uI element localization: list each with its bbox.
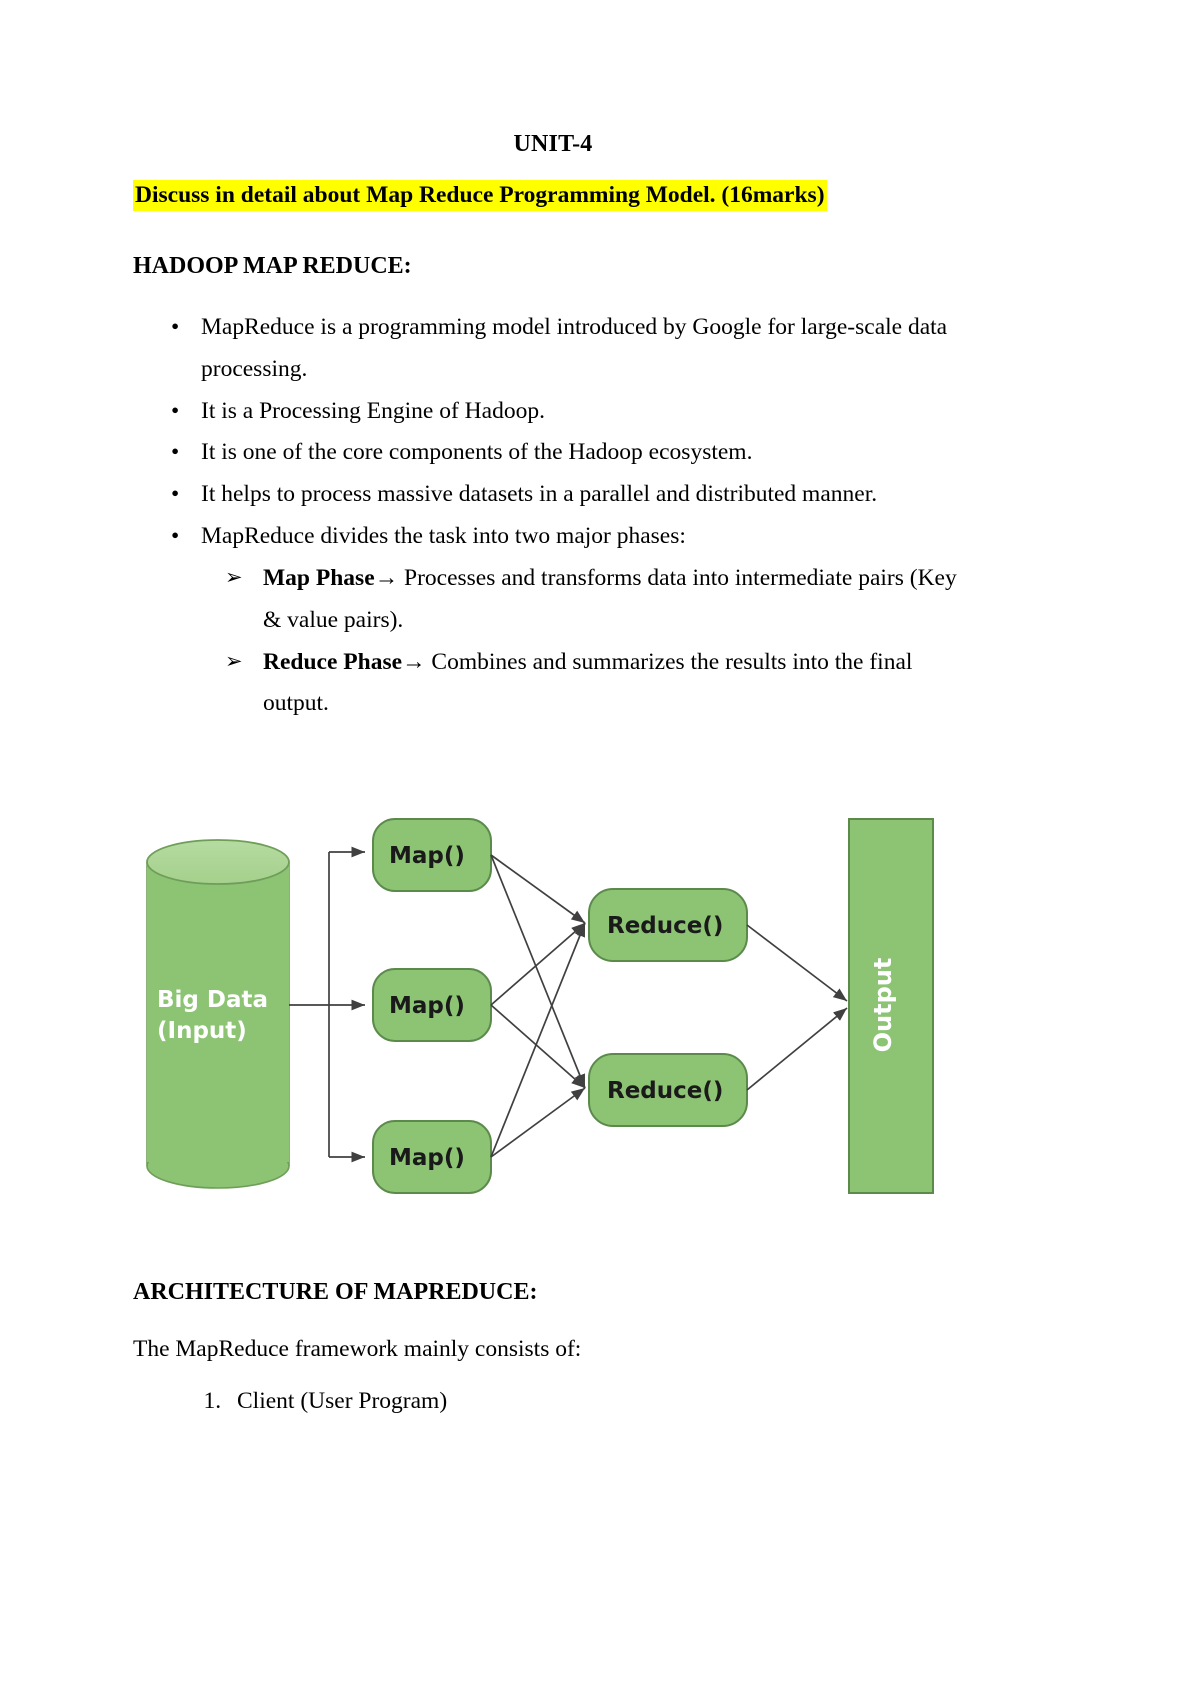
map-node-label: Map() xyxy=(389,993,465,1019)
mapreduce-flow-diagram: Big Data (Input) Map() Map() Map( xyxy=(133,805,945,1205)
input-label-line2: (Input) xyxy=(157,1018,247,1044)
architecture-section: ARCHITECTURE OF MAPREDUCE: The MapReduce… xyxy=(133,1278,973,1422)
phase-term: Map Phase xyxy=(263,564,375,591)
reduce-node-1: Reduce() xyxy=(588,888,748,962)
reduce-node-label: Reduce() xyxy=(607,1078,723,1104)
shuffle-connectors xyxy=(490,854,586,1158)
list-item-text: MapReduce divides the task into two majo… xyxy=(201,523,686,550)
list-item: • It is one of the core components of the… xyxy=(133,432,973,474)
reduce-node-2: Reduce() xyxy=(588,1053,748,1127)
input-split-connector xyxy=(289,846,365,1163)
list-item: ➢ Map Phase→ Processes and transforms dat… xyxy=(133,558,973,642)
list-item-text: It is a Processing Engine of Hadoop. xyxy=(201,397,545,424)
bullet-icon: • xyxy=(171,523,180,550)
arrowhead-bullet-icon: ➢ xyxy=(225,564,243,589)
section-heading-architecture: ARCHITECTURE OF MAPREDUCE: xyxy=(133,1279,538,1305)
right-arrow-icon: → xyxy=(402,648,426,675)
list-item: • MapReduce is a programming model introd… xyxy=(133,307,973,391)
list-item: ➢ Reduce Phase→ Combines and summarizes t… xyxy=(133,642,973,726)
mapreduce-bullet-list: • MapReduce is a programming model introd… xyxy=(133,307,973,558)
phase-term: Reduce Phase xyxy=(263,648,403,675)
question-highlight: Discuss in detail about Map Reduce Progr… xyxy=(133,179,827,211)
phase-description: Processes and transforms data into inter… xyxy=(263,564,957,633)
list-item: • It helps to process massive datasets in… xyxy=(133,474,973,516)
bullet-icon: • xyxy=(171,439,180,466)
list-item: Client (User Program) xyxy=(227,1381,973,1423)
reduce-node-label: Reduce() xyxy=(607,913,723,939)
phases-sub-list: ➢Map Phase→ Processes and transforms dat… xyxy=(133,558,973,725)
bullet-icon: • xyxy=(171,397,180,424)
architecture-component-list: Client (User Program) xyxy=(133,1381,973,1423)
output-connectors xyxy=(746,924,848,1091)
right-arrow-icon: → xyxy=(374,564,399,591)
section-heading-hadoop-mapreduce: HADOOP MAP REDUCE: xyxy=(133,253,412,280)
phase-description: Combines and summarizes the results into… xyxy=(263,648,913,717)
map-node-label: Map() xyxy=(389,843,465,869)
document-content: UNIT-4 Discuss in detail about Map Reduc… xyxy=(133,130,973,725)
bullet-icon: • xyxy=(171,481,180,508)
map-node-3: Map() xyxy=(372,1120,492,1194)
big-data-cylinder-icon xyxy=(146,839,290,1189)
map-node-label: Map() xyxy=(389,1145,465,1171)
list-item-text: It is one of the core components of the … xyxy=(201,439,753,466)
architecture-intro-text: The MapReduce framework mainly consists … xyxy=(133,1335,582,1362)
output-label: Output xyxy=(869,958,897,1053)
list-item: • MapReduce divides the task into two maj… xyxy=(133,516,973,558)
input-label-line1: Big Data xyxy=(157,987,268,1013)
list-item: • It is a Processing Engine of Hadoop. xyxy=(133,391,973,433)
output-bar: Output xyxy=(848,818,934,1194)
question-heading: Discuss in detail about Map Reduce Progr… xyxy=(133,179,973,211)
arrowhead-bullet-icon: ➢ xyxy=(225,648,243,673)
map-node-1: Map() xyxy=(372,818,492,892)
page-title: UNIT-4 xyxy=(513,131,593,157)
bullet-icon: • xyxy=(171,313,180,340)
list-item-text: MapReduce is a programming model introdu… xyxy=(201,313,948,382)
list-item-text: It helps to process massive datasets in … xyxy=(201,481,878,508)
map-node-2: Map() xyxy=(372,968,492,1042)
